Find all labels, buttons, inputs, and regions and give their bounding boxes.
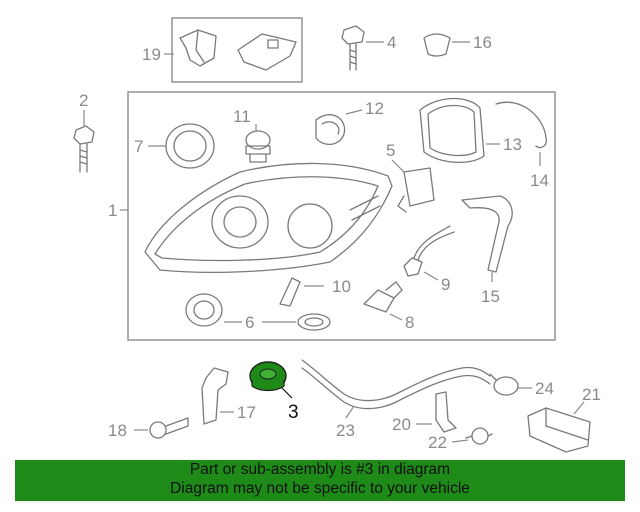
part-16-cap xyxy=(423,33,451,57)
callout-6: 6 xyxy=(245,313,254,332)
callout-15: 15 xyxy=(481,287,500,306)
part-4-bolt xyxy=(341,25,365,71)
part-15-trim xyxy=(461,195,513,273)
part-6-cap xyxy=(185,293,223,327)
part-3-highlighted xyxy=(249,361,287,392)
callout-19: 19 xyxy=(142,45,161,64)
notice-banner: Part or sub-assembly is #3 in diagram Di… xyxy=(15,460,625,501)
callout-12: 12 xyxy=(365,99,384,118)
callout-9: 9 xyxy=(441,275,450,294)
part-22-clip xyxy=(465,427,493,445)
part-19-inset-frame xyxy=(171,17,303,83)
callout-24: 24 xyxy=(535,379,554,398)
leader-8 xyxy=(389,313,403,321)
banner-line-2: Diagram may not be specific to your vehi… xyxy=(170,480,470,497)
callout-3: 3 xyxy=(288,402,299,423)
part-8-bulb xyxy=(363,281,403,313)
callout-10: 10 xyxy=(332,277,351,296)
leader-3 xyxy=(281,387,293,399)
part-10-clip xyxy=(279,277,301,307)
part-17-bracket xyxy=(201,367,229,425)
part-14-wire xyxy=(495,101,547,149)
leader-9 xyxy=(423,271,439,281)
headlamp-assembly-frame xyxy=(127,91,556,341)
callout-1: 1 xyxy=(108,201,117,220)
leader-5 xyxy=(391,159,405,173)
part-13-bezel xyxy=(419,97,485,164)
leader-21 xyxy=(573,401,585,415)
part-7-ring xyxy=(165,123,215,169)
callout-7: 7 xyxy=(134,137,143,156)
callout-2: 2 xyxy=(79,91,88,110)
callout-18: 18 xyxy=(108,421,127,440)
callout-17: 17 xyxy=(237,403,256,422)
callout-16: 16 xyxy=(473,33,492,52)
part-9-harness xyxy=(403,225,455,277)
part-20-nozzle xyxy=(435,391,457,433)
part-23-hose xyxy=(301,359,491,410)
part-19-bracket-right xyxy=(237,33,297,71)
callout-8: 8 xyxy=(405,313,414,332)
callout-11: 11 xyxy=(233,107,251,126)
callout-23: 23 xyxy=(336,421,355,440)
headlamp-housing xyxy=(144,162,393,273)
callout-14: 14 xyxy=(530,171,549,190)
part-21-motor xyxy=(527,407,591,453)
leader-12 xyxy=(345,109,363,115)
part-24-clamp xyxy=(489,373,519,396)
part-6-seal xyxy=(297,313,331,331)
part-12-socket xyxy=(315,114,346,145)
callout-22: 22 xyxy=(428,433,447,452)
callout-13: 13 xyxy=(503,135,522,154)
leader-23 xyxy=(345,405,355,419)
part-19-bracket-left xyxy=(179,29,217,67)
part-18-bolt xyxy=(149,417,189,439)
banner-line-1: Part or sub-assembly is #3 in diagram xyxy=(189,461,451,478)
part-11-bulb xyxy=(245,130,271,163)
leader-22 xyxy=(451,439,469,443)
part-2-bolt xyxy=(73,125,95,173)
callout-21: 21 xyxy=(582,385,601,404)
callout-4: 4 xyxy=(387,33,396,52)
callout-5: 5 xyxy=(386,141,395,160)
part-5-module xyxy=(397,167,435,213)
callout-20: 20 xyxy=(392,415,411,434)
